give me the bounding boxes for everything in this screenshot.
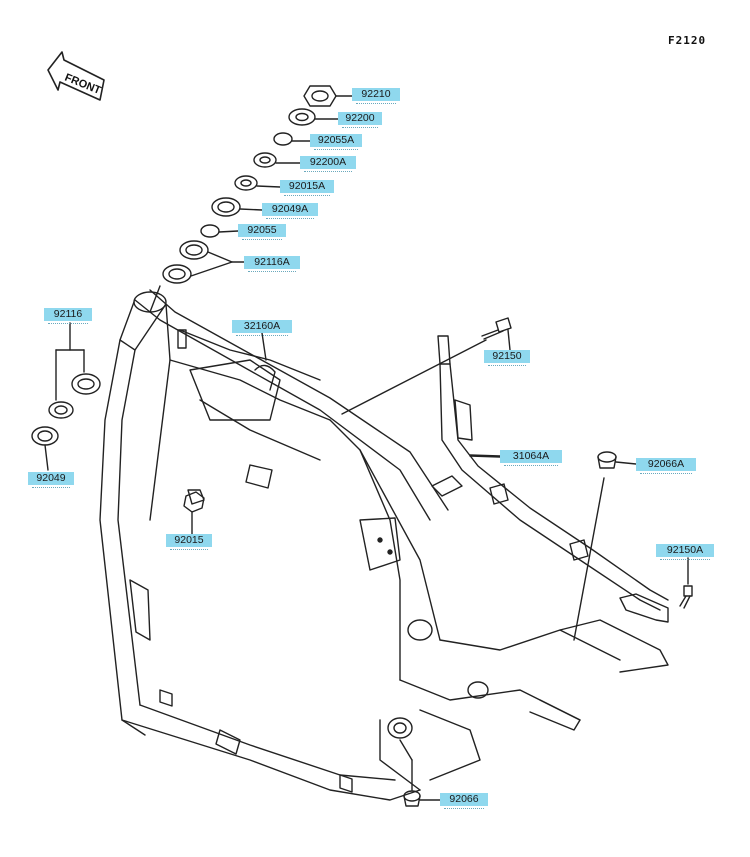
part-label-31064a[interactable]: 31064A bbox=[500, 450, 562, 466]
part-label-92049[interactable]: 92049 bbox=[28, 472, 74, 488]
part-label-32160a[interactable]: 32160A bbox=[232, 320, 292, 336]
part-label-92150a[interactable]: 92150A bbox=[656, 544, 714, 560]
front-arrow-icon: FRONT bbox=[47, 51, 105, 101]
part-label-92200[interactable]: 92200 bbox=[338, 112, 382, 128]
front-label: FRONT bbox=[63, 72, 103, 97]
main-frame-32160a bbox=[99, 285, 669, 801]
steering-stack bbox=[162, 85, 353, 284]
figure-code: F2120 bbox=[668, 34, 707, 47]
part-label-92049a[interactable]: 92049A bbox=[262, 203, 318, 219]
part-label-92200a[interactable]: 92200A bbox=[300, 156, 356, 172]
bearing-92116-icon bbox=[71, 373, 101, 395]
bolt-92150-icon bbox=[341, 317, 512, 415]
washer-92200-icon bbox=[288, 108, 339, 126]
oring-92055a-icon bbox=[273, 132, 313, 146]
part-label-92055[interactable]: 92055 bbox=[238, 224, 286, 240]
bolt-92150a-icon bbox=[679, 557, 693, 609]
part-label-92055a[interactable]: 92055A bbox=[310, 134, 362, 150]
part-label-92210[interactable]: 92210 bbox=[352, 88, 400, 104]
nut-92210-icon bbox=[303, 85, 353, 107]
part-label-92015[interactable]: 92015 bbox=[166, 534, 212, 550]
part-label-92066[interactable]: 92066 bbox=[440, 793, 488, 809]
nut-92015a-icon bbox=[234, 175, 281, 191]
bearing-92116a-icon bbox=[162, 240, 245, 284]
part-label-92116a[interactable]: 92116A bbox=[244, 256, 300, 272]
part-label-92116[interactable]: 92116 bbox=[44, 308, 92, 324]
nut-92015-icon bbox=[183, 491, 205, 535]
part-label-92015a[interactable]: 92015A bbox=[280, 180, 334, 196]
subframe-31064a bbox=[431, 335, 669, 623]
part-label-92150[interactable]: 92150 bbox=[484, 350, 530, 366]
part-label-92066a[interactable]: 92066A bbox=[636, 458, 696, 474]
lockwasher-92200a-icon bbox=[253, 152, 301, 168]
oring-92055-icon bbox=[200, 224, 239, 238]
cap-92066a-icon bbox=[573, 451, 637, 641]
seal-92049a-icon bbox=[211, 197, 263, 217]
seal-92049-icon bbox=[31, 426, 59, 446]
lower-bearing-group bbox=[31, 322, 101, 471]
cap-92066-icon bbox=[399, 739, 441, 807]
